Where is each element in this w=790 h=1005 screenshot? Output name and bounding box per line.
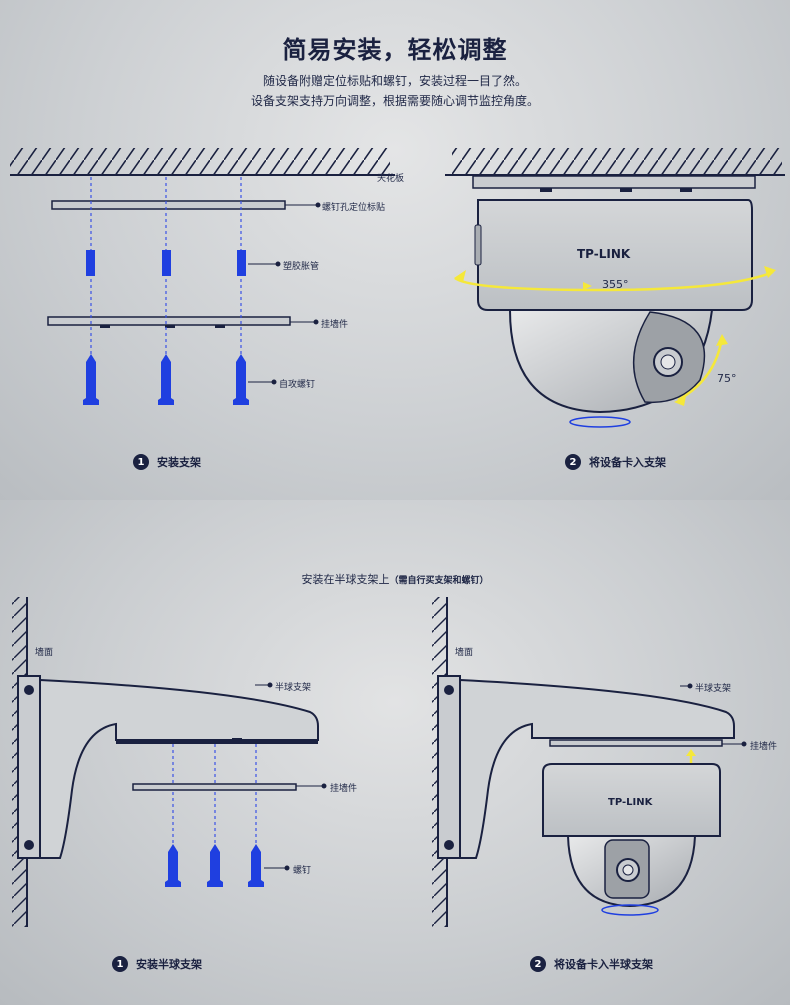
ceiling-hatch-right <box>445 148 785 176</box>
page-title: 简易安装，轻松调整 <box>282 36 508 64</box>
screws-top-left <box>83 354 249 405</box>
tilt-angle: 75° <box>717 372 737 385</box>
label-wall-right: 墙面 <box>455 648 474 658</box>
step-2-top: 2 将设备卡入支架 <box>565 454 666 470</box>
sticker-plate <box>51 200 286 210</box>
rotate-ring-top <box>569 416 631 428</box>
mount-plate-bottom-right <box>549 739 723 747</box>
hemisphere-bracket-right <box>459 678 735 859</box>
step-label: 将设备卡入支架 <box>589 456 666 469</box>
label-mount-left: 挂墙件 <box>330 784 358 794</box>
step-number: 2 <box>530 956 546 972</box>
pan-arrow <box>454 270 774 292</box>
label-anchor: 塑胶胀管 <box>283 262 320 272</box>
camera-body-bottom <box>542 763 721 837</box>
step-label: 安装半球支架 <box>136 958 202 971</box>
label-mount: 挂墙件 <box>321 320 349 330</box>
label-screw-left: 螺钉 <box>293 866 312 876</box>
ceiling-hatch-left <box>10 148 395 176</box>
camera-mount-plate <box>472 175 756 189</box>
step-number: 2 <box>565 454 581 470</box>
brand-logo-bottom: TP-LINK <box>608 797 653 808</box>
step-label: 将设备卡入半球支架 <box>554 958 653 971</box>
step-1-top: 1 安装支架 <box>133 454 201 470</box>
label-bracket-right: 半球支架 <box>695 684 732 694</box>
label-sticker: 螺钉孔定位标贴 <box>322 203 386 213</box>
label-screw: 自攻螺钉 <box>279 380 316 390</box>
step-number: 1 <box>133 454 149 470</box>
label-wall-left: 墙面 <box>35 648 54 658</box>
mount-plate <box>47 316 291 326</box>
rotate-ring-bottom <box>601 904 659 916</box>
step-number: 1 <box>112 956 128 972</box>
pan-angle: 355° <box>602 278 629 291</box>
tilt-arrow <box>677 337 724 402</box>
step-2-bottom: 2 将设备卡入半球支架 <box>530 956 653 972</box>
bottom-panel <box>0 500 790 1005</box>
screws-bottom-left <box>165 844 264 887</box>
camera-body <box>477 199 753 311</box>
note-small: （需自行买支架和螺钉） <box>389 576 489 586</box>
mount-plate-bottom-left <box>132 783 297 791</box>
subtitle-line-2: 设备支架支持万向调整，根据需要随心调节监控角度。 <box>250 94 539 108</box>
label-mount-right: 挂墙件 <box>750 742 778 752</box>
subtitle-line-1: 随设备附赠定位标贴和螺钉，安装过程一目了然。 <box>262 74 527 88</box>
brand-logo: TP-LINK <box>577 247 631 261</box>
bracket-note: 安装在半球支架上（需自行买支架和螺钉） <box>0 571 790 587</box>
note-main: 安装在半球支架上 <box>301 573 390 586</box>
plastic-anchors <box>86 250 246 276</box>
step-1-bottom: 1 安装半球支架 <box>112 956 202 972</box>
label-ceiling: 天花板 <box>377 174 405 184</box>
hemisphere-bracket-left <box>39 678 319 859</box>
label-bracket-left: 半球支架 <box>275 683 312 693</box>
step-label: 安装支架 <box>157 456 201 469</box>
